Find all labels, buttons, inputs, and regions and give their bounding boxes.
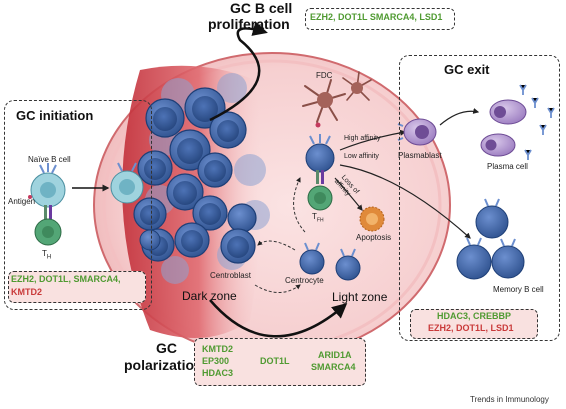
th-label: TH — [42, 249, 52, 261]
gc-polarization-title-1: GC — [156, 340, 177, 356]
gc-polarization-group1-3: HDAC3 — [202, 368, 234, 378]
plasmablast-to-plasma-arrow — [439, 108, 480, 126]
gc-proliferation-title-1: GC B cell — [230, 0, 293, 16]
apoptosis-label: Apoptosis — [356, 233, 392, 242]
gc-initiation-box — [4, 100, 152, 310]
plasma-cells — [480, 84, 555, 160]
centroblast-label: Centroblast — [210, 271, 251, 280]
gc-polarization-group1-2: EP300 — [202, 356, 230, 366]
polarization-arrow — [209, 299, 348, 338]
plasma-cell-label: Plasma cell — [487, 162, 528, 171]
dark-zone-label: Dark zone — [182, 289, 237, 303]
gc-initiation-factors-red: KMTD2 — [11, 287, 42, 297]
low-affinity-arrow — [339, 164, 471, 239]
recycle-arrow-upper — [257, 240, 296, 251]
gc-initiation-factors — [8, 271, 146, 303]
tfh-cell — [305, 134, 335, 211]
antigen-label: Antigen — [8, 197, 36, 206]
gc-polarization-factors — [194, 338, 366, 386]
proliferation-arrow — [209, 21, 268, 122]
high-affinity-arrow — [339, 129, 407, 151]
gc-exit-factors-green: HDAC3, CREBBP — [437, 311, 512, 321]
gc-initiation-factors-green: EZH2, DOT1L, SMARCA4, — [11, 274, 121, 284]
gc-polarization-title-2: polarization — [124, 357, 203, 373]
tfh-selection-arrow — [293, 177, 306, 233]
naive-b-cell — [28, 163, 66, 246]
gc-exit-factors-red: EZH2, DOT1L, LSD1 — [428, 323, 514, 333]
centrocytes — [299, 242, 361, 281]
gc-polarization-group3-2: SMARCA4 — [311, 362, 356, 372]
gc-exit-title: GC exit — [444, 62, 490, 77]
activated-b-cell — [110, 162, 144, 204]
low-affinity-label: Low affinity — [344, 153, 379, 160]
loss-affinity-arrow — [334, 177, 363, 211]
naive-b-cell-label: Naïve B cell — [28, 155, 71, 164]
gc-proliferation-factors-box — [305, 8, 455, 30]
gc-initiation-title: GC initiation — [16, 108, 94, 123]
gc-polarization-group3-1: ARID1A — [318, 350, 352, 360]
centrocyte-label: Centrocyte — [285, 276, 324, 285]
tfh-label: TFH — [312, 212, 324, 224]
gc-polarization-group2: DOT1L — [260, 356, 290, 366]
gc-exit-factors — [410, 309, 538, 339]
fdc-label: FDC — [316, 71, 333, 80]
gc-exit-box — [399, 55, 560, 341]
journal-credit: Trends in Immunology — [470, 395, 549, 404]
light-zone-label: Light zone — [332, 290, 388, 304]
memory-b-cell-label: Memory B cell — [493, 285, 544, 294]
recycle-arrow-lower — [254, 284, 301, 293]
high-affinity-label: High affinity — [344, 135, 381, 142]
plasmablast-label: Plasmablast — [398, 151, 442, 160]
gc-proliferation-title-2: proliferation — [208, 16, 290, 32]
centroblast-cluster — [133, 73, 270, 284]
plasmablast — [397, 118, 437, 146]
gc-polarization-group1-1: KMTD2 — [202, 344, 233, 354]
gc-proliferation-factors: EZH2, DOT1L SMARCA4, LSD1 — [310, 12, 443, 22]
memory-b-cells — [456, 198, 525, 280]
fdc-cells — [302, 71, 372, 123]
apoptosis-cell — [359, 206, 385, 232]
